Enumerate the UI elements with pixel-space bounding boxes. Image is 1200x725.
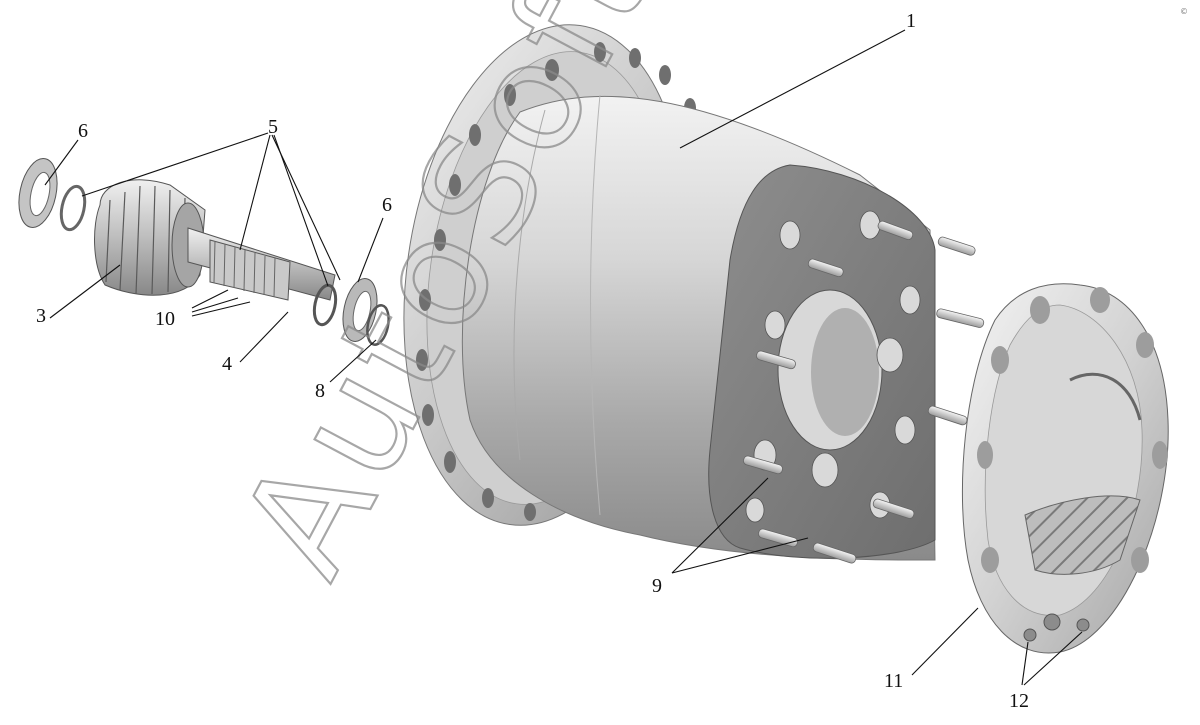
plug bbox=[1076, 618, 1090, 632]
stud bbox=[812, 542, 857, 564]
cover-plugs bbox=[1023, 613, 1090, 642]
callout-8: 8 bbox=[315, 380, 325, 402]
face-holes bbox=[745, 210, 921, 523]
stud bbox=[937, 236, 976, 256]
snap-ring-right bbox=[312, 283, 338, 327]
retaining-ring bbox=[366, 304, 390, 346]
splined-shaft bbox=[187, 227, 336, 301]
snap-ring-left bbox=[59, 184, 87, 232]
studs bbox=[743, 220, 985, 564]
stud bbox=[743, 455, 783, 475]
hub-cover bbox=[961, 283, 1169, 654]
callout-10: 10 bbox=[155, 308, 175, 330]
stud bbox=[877, 220, 914, 241]
callout-11: 11 bbox=[884, 670, 903, 692]
callout-3: 3 bbox=[36, 305, 46, 327]
gear bbox=[94, 179, 206, 296]
corner-mark: © bbox=[1180, 7, 1188, 16]
callout-5: 5 bbox=[268, 116, 278, 138]
stud bbox=[872, 498, 915, 519]
washer-left bbox=[18, 158, 58, 228]
stud bbox=[936, 308, 985, 328]
stud bbox=[758, 528, 798, 548]
callout-9: 9 bbox=[652, 575, 662, 597]
hub-drum bbox=[403, 24, 936, 561]
callout-6-left: 6 bbox=[78, 120, 88, 142]
callout-1: 1 bbox=[906, 10, 916, 32]
plug bbox=[1043, 613, 1061, 631]
callout-12: 12 bbox=[1009, 690, 1029, 712]
stud bbox=[756, 350, 796, 370]
stud bbox=[807, 258, 844, 278]
leader-lines bbox=[44, 29, 1083, 686]
plug bbox=[1023, 628, 1037, 642]
callout-6-right: 6 bbox=[382, 194, 392, 216]
callout-labels: 1 6 5 3 10 4 6 8 9 11 12 bbox=[36, 10, 1029, 712]
callout-4: 4 bbox=[222, 353, 232, 375]
